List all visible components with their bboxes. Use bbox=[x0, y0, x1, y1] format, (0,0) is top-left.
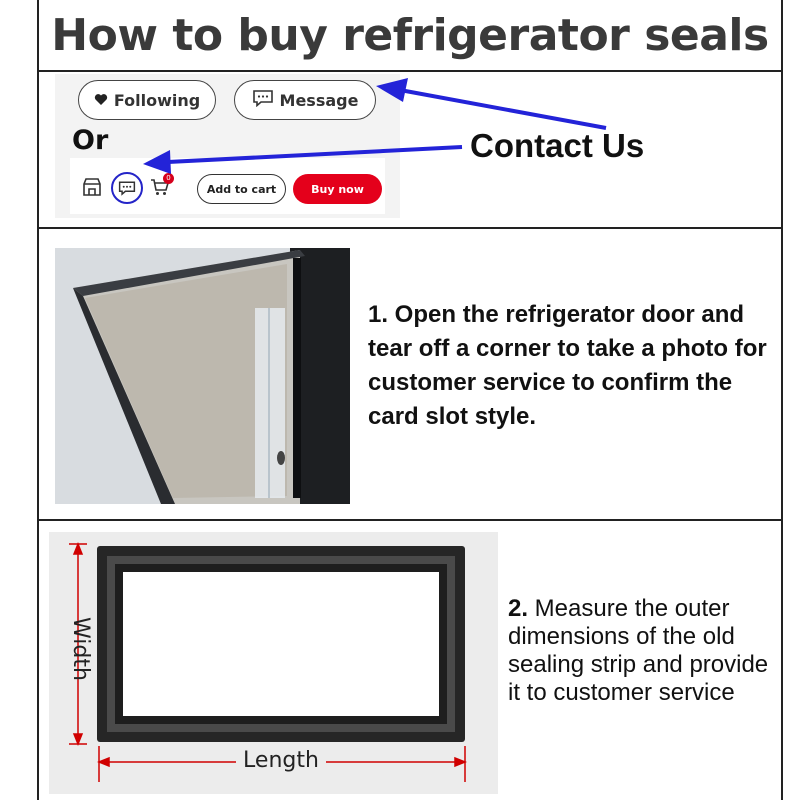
step2-number: 2. bbox=[508, 595, 529, 622]
page-title: How to buy refrigerator seals bbox=[51, 10, 769, 61]
step1-instructions: 1. Open the refrigerator door and tear o… bbox=[368, 301, 767, 430]
step2-body: Measure the outer dimensions of the old … bbox=[508, 595, 769, 706]
width-label: Width bbox=[68, 617, 93, 681]
add-to-cart-button[interactable]: Add to cart bbox=[197, 174, 286, 204]
content-frame bbox=[37, 0, 783, 800]
following-button[interactable]: Following bbox=[78, 80, 216, 120]
heart-icon bbox=[94, 91, 108, 110]
contact-us-label: Contact Us bbox=[470, 127, 645, 164]
following-label: Following bbox=[113, 90, 201, 110]
chat-bubble-icon bbox=[252, 89, 274, 111]
store-icon[interactable] bbox=[82, 177, 102, 201]
sealing-strip-diagram bbox=[49, 532, 498, 794]
refrigerator-door-photo bbox=[55, 248, 350, 504]
divider bbox=[37, 519, 783, 521]
cart-badge: 0 bbox=[163, 173, 174, 184]
message-button[interactable]: Message bbox=[234, 80, 376, 120]
chat-bubble-icon[interactable] bbox=[111, 172, 143, 204]
length-label: Length bbox=[236, 746, 326, 776]
message-label: Message bbox=[279, 90, 359, 110]
divider bbox=[37, 227, 783, 229]
step2-instructions: 2. Measure the outer dimensions of the o… bbox=[508, 595, 778, 707]
buy-now-button[interactable]: Buy now bbox=[293, 174, 382, 204]
or-label: Or bbox=[72, 125, 109, 156]
divider bbox=[37, 70, 783, 72]
